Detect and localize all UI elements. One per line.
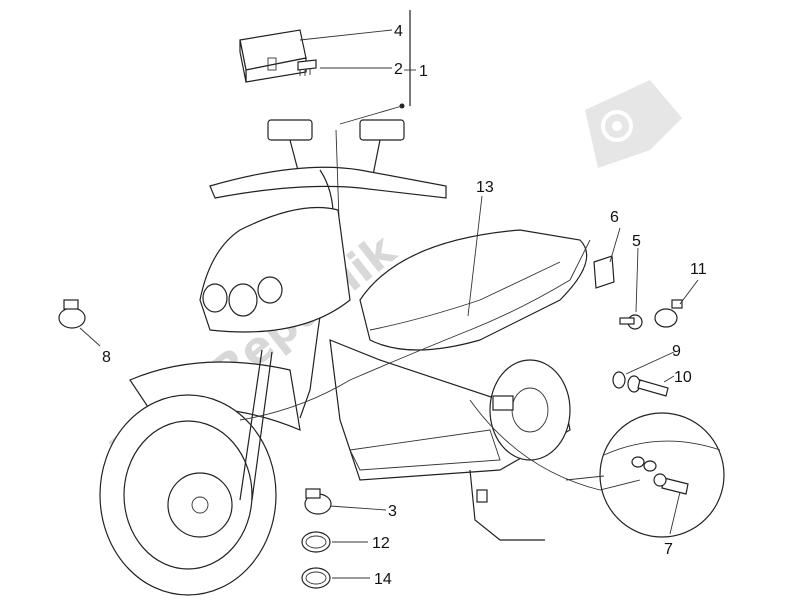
control-unit <box>239 29 307 83</box>
hose-clamp-3 <box>304 488 332 515</box>
callout-1: 1 <box>419 63 428 80</box>
callout-9: 9 <box>672 343 681 360</box>
detail-circle <box>565 412 725 538</box>
gear-flag-icon <box>585 80 682 168</box>
callout-4: 4 <box>394 23 403 40</box>
callout-8: 8 <box>102 349 111 366</box>
callout-2: 2 <box>394 61 403 78</box>
scooter-assembly <box>99 119 641 596</box>
band-clamp-14 <box>301 567 331 589</box>
callout-11: 11 <box>690 261 707 278</box>
clip-6 <box>593 255 615 289</box>
callout-13: 13 <box>476 179 494 196</box>
callout-14: 14 <box>374 571 392 588</box>
callout-7: 7 <box>664 541 673 558</box>
band-clamp-12 <box>301 531 331 553</box>
callout-6: 6 <box>610 209 619 226</box>
callout-12: 12 <box>372 535 390 552</box>
callout-5: 5 <box>632 233 641 250</box>
leader-lines <box>79 29 699 579</box>
washer-9 <box>612 371 626 389</box>
hose-clamp-8 <box>58 299 86 329</box>
callout-3: 3 <box>388 503 397 520</box>
callout-numbers: 4 2 1 13 6 5 11 8 9 10 3 12 14 7 <box>102 23 707 588</box>
fuse-connector <box>297 59 317 76</box>
callout-10: 10 <box>674 369 692 386</box>
screw-5 <box>619 314 643 330</box>
hose-clamp-11 <box>654 299 683 328</box>
bolt-10 <box>627 375 669 397</box>
